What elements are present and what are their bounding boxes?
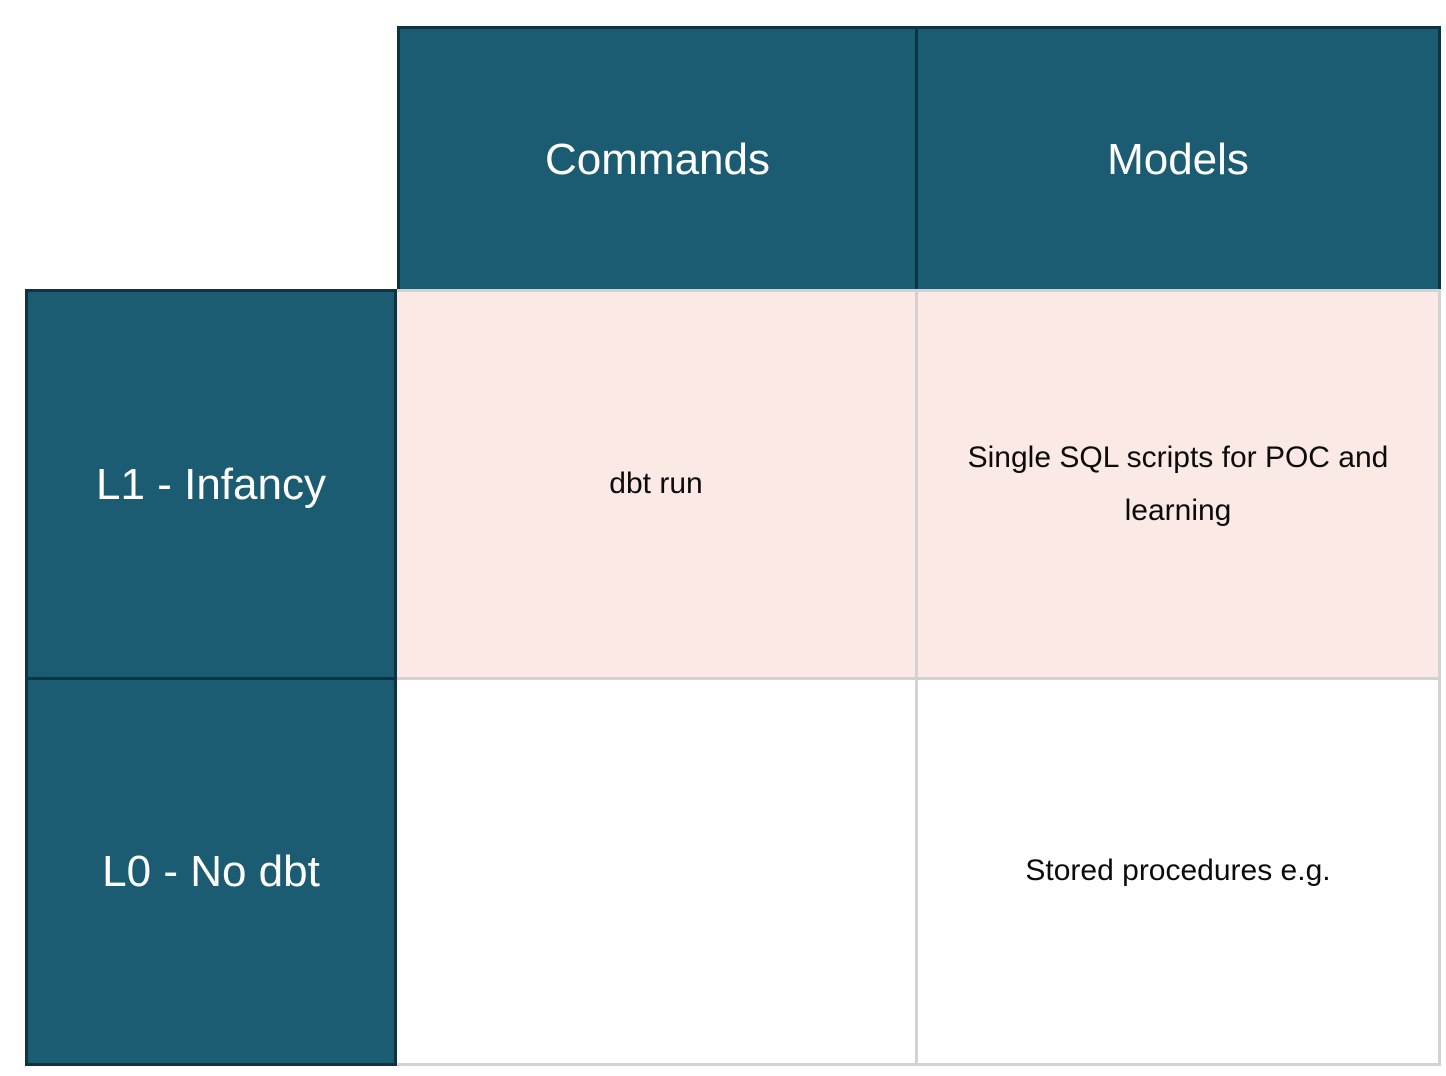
column-header-models-label: Models xyxy=(1107,134,1249,184)
row-header-l1-infancy: L1 - Infancy xyxy=(25,289,397,677)
cell-l1-models: Single SQL scripts for POC and learning xyxy=(915,289,1441,677)
cell-l1-commands-text: dbt run xyxy=(609,467,703,501)
row-header-l0-no-dbt: L0 - No dbt xyxy=(25,677,397,1066)
cell-l1-models-text: Single SQL scripts for POC and learning xyxy=(967,441,1389,527)
cell-l0-commands xyxy=(397,677,915,1066)
cell-l0-models-text: Stored procedures e.g. xyxy=(1025,854,1331,888)
column-header-commands: Commands xyxy=(397,26,915,289)
cell-l0-models: Stored procedures e.g. xyxy=(915,677,1441,1066)
maturity-table: Commands Models L1 - Infancy dbt run Sin… xyxy=(25,26,1441,1066)
column-header-models: Models xyxy=(915,26,1441,289)
column-header-commands-label: Commands xyxy=(545,134,770,184)
corner-cell xyxy=(25,26,397,289)
row-header-l1-label: L1 - Infancy xyxy=(96,460,326,509)
row-header-l0-label: L0 - No dbt xyxy=(102,847,320,896)
cell-l1-commands: dbt run xyxy=(397,289,915,677)
